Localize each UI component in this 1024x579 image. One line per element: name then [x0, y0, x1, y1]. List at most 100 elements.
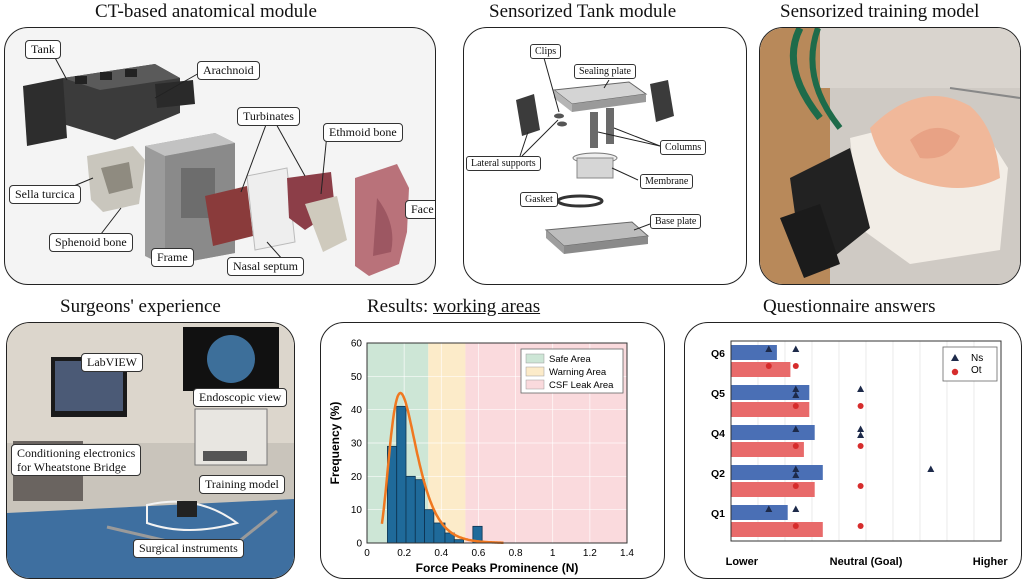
label-training-model: Training model — [199, 475, 285, 494]
q-point-ot — [857, 523, 864, 529]
q-point-ns — [792, 345, 800, 352]
y-tick-label: 60 — [351, 339, 363, 350]
q-point-ns — [927, 465, 935, 472]
q-point-ns — [792, 505, 800, 512]
q-category-label: Q1 — [711, 508, 725, 520]
title-ct-module: CT-based anatomical module — [95, 1, 317, 22]
x-tick-label: 1.2 — [583, 548, 597, 559]
q-legend-box — [942, 346, 998, 382]
y-tick-label: 20 — [351, 472, 363, 483]
q-point-ns — [792, 391, 800, 398]
x-tick-label: 0.6 — [471, 548, 485, 559]
legend-swatch — [525, 379, 545, 390]
label-columns: Columns — [660, 140, 707, 155]
q-point-ot — [792, 523, 799, 529]
q-bar-ot-q6 — [731, 362, 791, 377]
membrane-part — [572, 152, 618, 179]
ct-module-panel: Tank Arachnoid Turbinates Ethmoid bone S… — [4, 27, 436, 285]
label-arachnoid: Arachnoid — [197, 61, 260, 80]
q-point-ns — [857, 425, 865, 432]
q-point-ot — [792, 403, 799, 409]
fitted-distribution-curve — [380, 391, 504, 544]
q-bar-ot-q1 — [731, 522, 823, 537]
label-tank: Tank — [25, 40, 61, 59]
histogram-axes-box — [366, 342, 628, 544]
label-gasket: Gasket — [520, 192, 558, 207]
histogram-bar-5 — [424, 509, 435, 544]
label-frame: Frame — [151, 248, 194, 267]
clip-1 — [554, 113, 564, 119]
q-point-ns — [792, 385, 800, 392]
q-legend-marker-ns — [951, 354, 959, 361]
label-membrane: Membrane — [640, 174, 694, 189]
septum-block — [205, 186, 253, 246]
column-1 — [590, 112, 598, 148]
ct-exploded-render — [23, 53, 409, 276]
q-category-label: Q2 — [711, 468, 725, 480]
q-bar-ns-q1 — [731, 505, 788, 520]
q-bar-ns-q4 — [731, 425, 815, 440]
label-conditioning-electronics: Conditioning electronics for Wheatstone … — [11, 444, 142, 476]
training-model-photo — [760, 28, 1020, 284]
histogram-x-axis-label: Force Peaks Prominence (N) — [416, 561, 579, 575]
q-category-label: Q5 — [711, 388, 725, 400]
q-point-ns — [765, 345, 773, 352]
label-sphenoid-bone: Sphenoid bone — [49, 233, 133, 252]
q-bar-ot-q2 — [731, 482, 815, 497]
y-tick-label: 30 — [351, 439, 363, 450]
gasket-part — [556, 194, 604, 208]
q-point-ns — [792, 471, 800, 478]
label-clips: Clips — [530, 44, 562, 59]
training-model-photo-panel — [759, 27, 1021, 285]
title-questionnaire: Questionnaire answers — [763, 296, 936, 317]
q-point-ns — [857, 385, 865, 392]
column-2 — [606, 108, 614, 144]
q-point-ot — [792, 443, 799, 449]
label-nasal-septum: Nasal septum — [227, 257, 304, 276]
label-conditioning-line-1: Conditioning electronics — [17, 446, 136, 460]
y-tick-label: 10 — [351, 505, 363, 516]
q-x-tick-label: Lower — [726, 556, 759, 568]
histogram-bar-4 — [414, 479, 425, 544]
legend-entry: CSF Leak Area — [549, 380, 614, 391]
label-face: Face — [405, 200, 435, 219]
label-ethmoid-bone: Ethmoid bone — [323, 123, 403, 142]
q-point-ot — [857, 483, 864, 489]
q-point-ot — [792, 363, 799, 369]
y-tick-label: 50 — [351, 372, 363, 383]
q-point-ns — [792, 425, 800, 432]
surgeons-photo-panel: LabVIEW Endoscopic view Conditioning ele… — [6, 322, 295, 579]
label-conditioning-line-2: for Wheatstone Bridge — [17, 460, 127, 474]
label-sella-turcica: Sella turcica — [9, 185, 81, 204]
questionnaire-axes-box — [730, 340, 1002, 542]
x-tick-label: 1 — [550, 548, 556, 559]
tank-part — [23, 64, 195, 146]
title-results-prefix: Results: — [367, 296, 433, 317]
q-point-ot — [765, 363, 772, 369]
label-labview: LabVIEW — [81, 353, 143, 372]
title-results-underlined: working areas — [432, 296, 541, 317]
lateral-support-left — [516, 94, 540, 136]
q-point-ot — [857, 443, 864, 449]
q-bar-ns-q5 — [731, 385, 810, 400]
q-x-tick-label: Neutral (Goal) — [830, 556, 903, 568]
legend-entry: Warning Area — [549, 367, 607, 378]
nasal-septum-plate — [246, 167, 296, 251]
label-turbinates: Turbinates — [237, 107, 300, 126]
title-tank-module: Sensorized Tank module — [489, 1, 677, 22]
label-surgical-instruments: Surgical instruments — [133, 539, 244, 558]
x-tick-label: 1.4 — [620, 548, 634, 559]
q-bar-ot-q5 — [731, 402, 810, 417]
histogram-bar-3 — [405, 475, 416, 544]
y-tick-label: 0 — [356, 539, 362, 550]
base-plate-part — [544, 221, 650, 254]
q-legend-marker-ot — [951, 368, 959, 376]
y-tick-label: 40 — [351, 405, 363, 416]
label-base-plate: Base plate — [650, 214, 702, 229]
ethmoid-part — [305, 196, 347, 252]
sella-turcica-part — [87, 146, 145, 212]
